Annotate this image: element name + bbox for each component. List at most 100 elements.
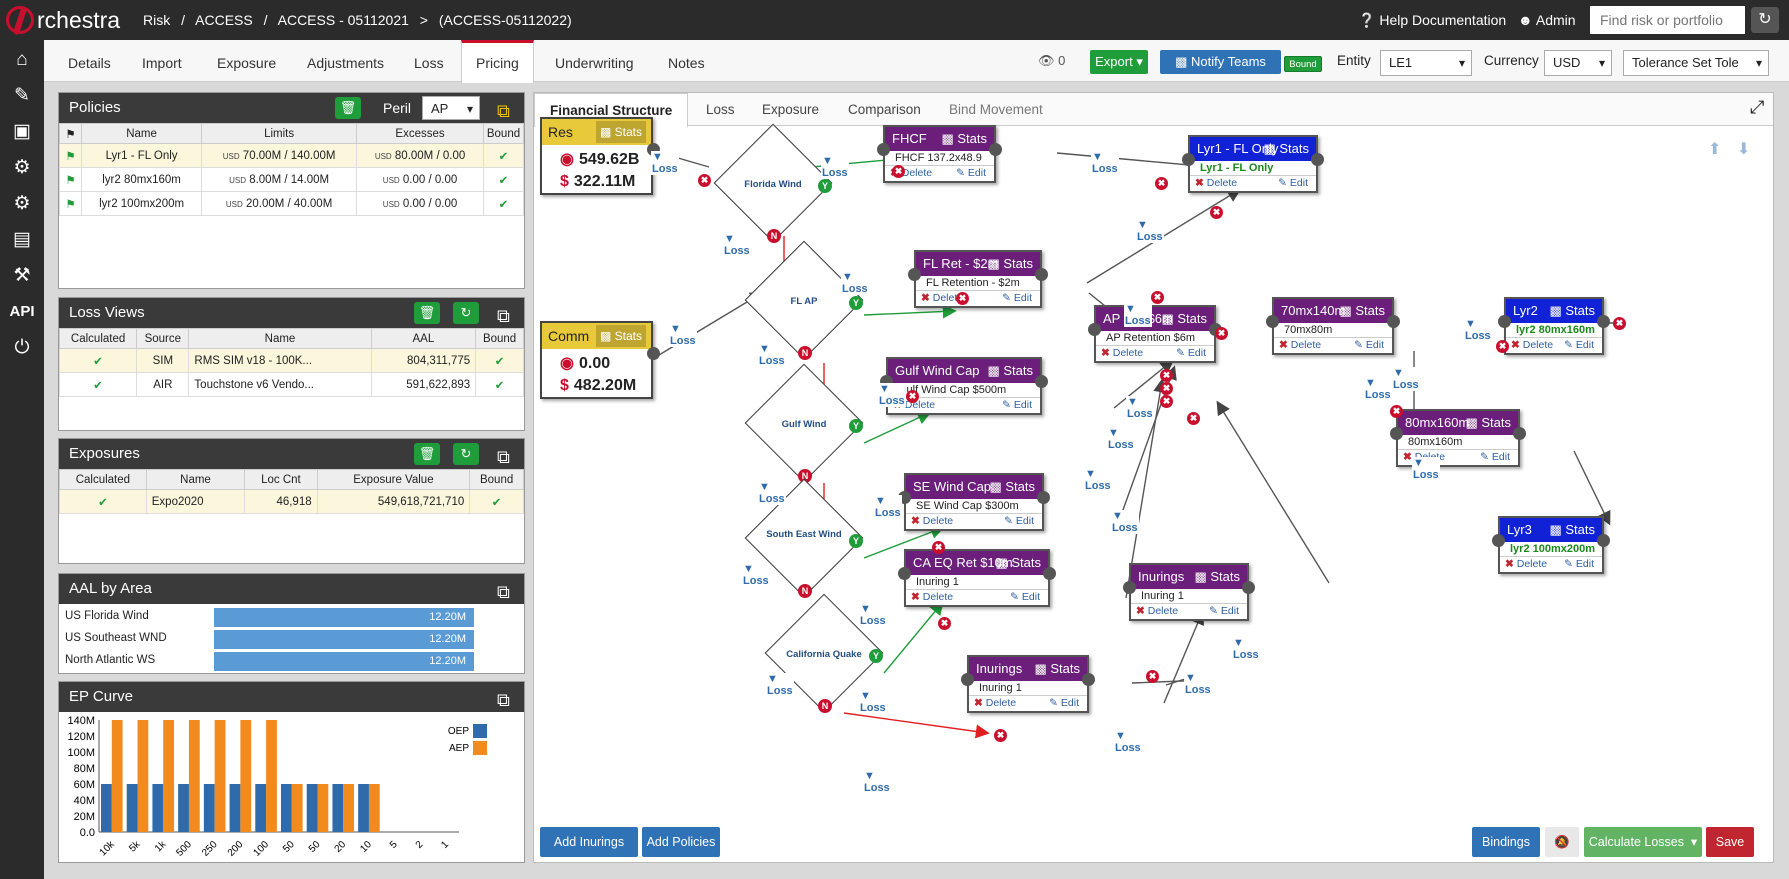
node-header[interactable]: Lyr1 - FL Only▩ Stats <box>1190 137 1316 161</box>
node-header[interactable]: Lyr2▩ Stats <box>1506 299 1602 323</box>
tab-exposure[interactable]: Exposure <box>762 102 820 117</box>
home-icon[interactable]: ⌂ <box>16 49 28 70</box>
tab-exposure[interactable]: Exposure <box>217 55 277 71</box>
yes-port[interactable]: Y <box>849 534 863 548</box>
tolerance-select[interactable]: Tolerance Set Tole <box>1623 50 1769 76</box>
stats-button[interactable]: ▩ Stats <box>995 551 1041 575</box>
node-header[interactable]: FHCF▩ Stats <box>885 127 994 151</box>
no-port[interactable]: N <box>798 346 812 360</box>
loss-label[interactable]: ▼ Loss <box>1232 637 1260 661</box>
export-button[interactable]: Export ▾ <box>1090 50 1148 74</box>
crumb-access[interactable]: ACCESS <box>195 12 253 28</box>
loss-label[interactable]: ▼ Loss <box>1136 219 1164 243</box>
stats-button[interactable]: ▩ Stats <box>595 121 646 143</box>
node-header[interactable]: Inurings▩ Stats <box>1131 565 1247 589</box>
res-box[interactable]: Res▩ Stats◉549.62B$322.11M <box>540 117 653 195</box>
calculate-losses-button[interactable]: Calculate Losses ▾ <box>1584 827 1702 857</box>
loss-label[interactable]: ▼ Loss <box>841 271 869 295</box>
loss-label[interactable]: ▼ Loss <box>1114 730 1142 754</box>
edit-action[interactable]: ✎ Edit <box>1354 338 1384 353</box>
node-header[interactable]: Gulf Wind Cap▩ Stats <box>888 359 1040 383</box>
gear-icon[interactable]: ⚙ <box>13 193 31 214</box>
loss-label[interactable]: ▼ Loss <box>874 495 902 519</box>
remove-link-icon[interactable]: ✖ <box>956 292 969 305</box>
sidebar-item-api[interactable]: API <box>9 303 35 320</box>
stats-button[interactable]: ▩ Stats <box>1161 307 1207 331</box>
delete-policy-button[interactable]: 🗑 <box>335 97 361 119</box>
currency-select[interactable]: USD <box>1544 50 1612 76</box>
loss-label[interactable]: ▼ Loss <box>878 383 906 407</box>
loss-label[interactable]: ▼ Loss <box>1184 672 1212 696</box>
loss-label[interactable]: ▼ Loss <box>859 690 887 714</box>
stats-button[interactable]: ▩ Stats <box>1549 299 1595 323</box>
loss-label[interactable]: ▼ Loss <box>651 151 679 175</box>
remove-link-icon[interactable]: ✖ <box>938 617 951 630</box>
loss-label[interactable]: ▼ Loss <box>742 563 770 587</box>
tab-import[interactable]: Import <box>142 55 182 71</box>
stats-button[interactable]: ▩ Stats <box>1034 657 1080 681</box>
stats-button[interactable]: ▩ Stats <box>1263 137 1309 161</box>
edit-action[interactable]: ✎ Edit <box>956 166 986 181</box>
remove-link-icon[interactable]: ✖ <box>1210 206 1223 219</box>
edit-action[interactable]: ✎ Edit <box>1564 557 1594 572</box>
yes-port[interactable]: Y <box>818 179 832 193</box>
tab-pricing[interactable]: Pricing <box>461 40 534 83</box>
delete-action[interactable]: ✖ Delete <box>911 591 953 603</box>
remove-link-icon[interactable]: ✖ <box>1160 395 1173 408</box>
help-link[interactable]: ❔ Help Documentation <box>1358 12 1506 29</box>
remove-link-icon[interactable]: ✖ <box>1187 412 1200 425</box>
stats-button[interactable]: ▩ Stats <box>987 359 1033 383</box>
edit-action[interactable]: ✎ Edit <box>1209 604 1239 619</box>
delete-action[interactable]: ✖ Delete <box>921 292 963 304</box>
loss-label[interactable]: ▼ Loss <box>821 155 849 179</box>
edit-icon[interactable]: ✎ <box>14 85 30 106</box>
remove-link-icon[interactable]: ✖ <box>994 729 1007 742</box>
node-header[interactable]: Inurings▩ Stats <box>969 657 1087 681</box>
no-port[interactable]: N <box>767 229 781 243</box>
delete-action[interactable]: ✖ Delete <box>911 515 953 527</box>
user-menu[interactable]: ☻ Admin <box>1518 12 1576 28</box>
save-button[interactable]: Save <box>1706 827 1754 857</box>
delete-action[interactable]: ✖ Delete <box>1101 347 1143 359</box>
loss-label[interactable]: ▼ Loss <box>1107 427 1135 451</box>
orchestra-logo[interactable]: rchestra <box>6 6 120 34</box>
delete-action[interactable]: ✖ Delete <box>1505 558 1547 570</box>
yes-port[interactable]: Y <box>849 296 863 310</box>
tab-loss[interactable]: Loss <box>706 102 735 117</box>
remove-link-icon[interactable]: ✖ <box>892 165 905 178</box>
loss-label[interactable]: ▼ Loss <box>1126 396 1154 420</box>
node-header[interactable]: CA EQ Ret $10m▩ Stats <box>906 551 1048 575</box>
stats-button[interactable]: ▩ Stats <box>941 127 987 151</box>
stats-button[interactable]: ▩ Stats <box>1194 565 1240 589</box>
remove-link-icon[interactable]: ✖ <box>1160 382 1173 395</box>
delete-action[interactable]: ✖ Delete <box>1279 339 1321 351</box>
external-link-icon[interactable]: ⧉ <box>497 447 510 467</box>
delete-action[interactable]: ✖ Delete <box>974 697 1016 709</box>
edit-action[interactable]: ✎ Edit <box>1049 696 1079 711</box>
edit-action[interactable]: ✎ Edit <box>1002 291 1032 306</box>
stats-button[interactable]: ▩ Stats <box>987 252 1033 276</box>
comm-box[interactable]: Comm▩ Stats◉0.00$482.20M <box>540 321 653 399</box>
loss-label[interactable]: ▼ Loss <box>1412 457 1440 481</box>
node-header[interactable]: FL Ret - $2m▩ Stats <box>916 252 1040 276</box>
loss-label[interactable]: ▼ Loss <box>1464 318 1492 342</box>
briefcase-icon[interactable]: ▣ <box>13 121 31 142</box>
loss-label[interactable]: ▼ Loss <box>1091 151 1119 175</box>
loss-label[interactable]: ▼ Loss <box>1392 367 1420 391</box>
tab-loss[interactable]: Loss <box>414 55 444 71</box>
upload-icon[interactable]: ⬆ <box>1708 141 1722 158</box>
loss-label[interactable]: ▼ Loss <box>1084 468 1112 492</box>
node-header[interactable]: 70mx140m▩ Stats <box>1274 299 1392 323</box>
tab-comparison[interactable]: Comparison <box>848 102 921 117</box>
refresh-loss-view-button[interactable]: ↻ <box>453 302 479 324</box>
